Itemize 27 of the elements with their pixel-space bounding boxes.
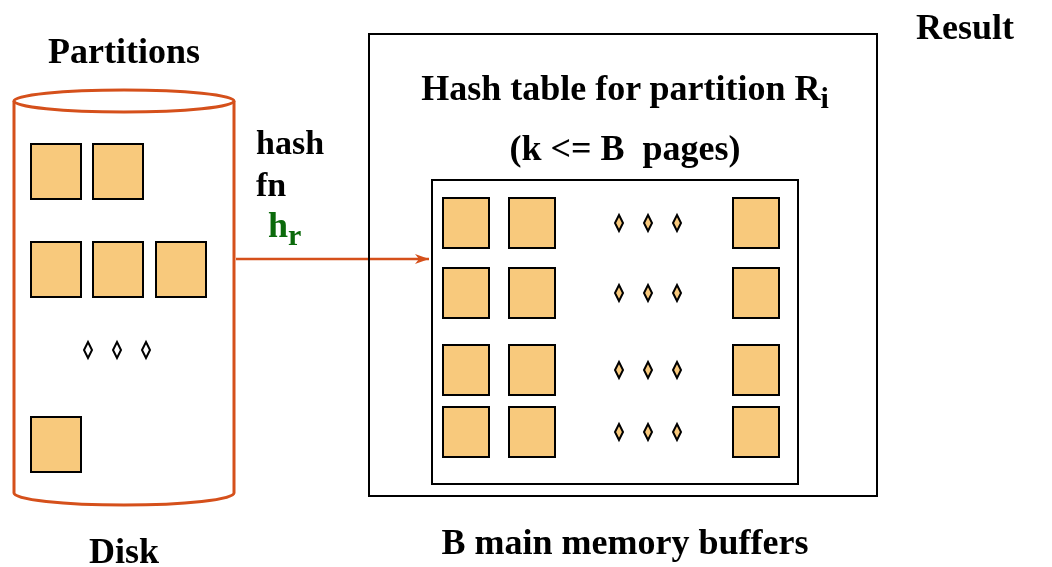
- page-square: [732, 267, 780, 319]
- buffer-frame: [431, 179, 799, 485]
- page-square: [155, 241, 207, 298]
- arrow: [236, 254, 429, 264]
- page-square: [92, 241, 144, 298]
- page-square: [508, 344, 556, 396]
- page-square: [30, 241, 82, 298]
- page-square: [732, 406, 780, 458]
- page-square: [30, 416, 82, 473]
- heading: Hash table for partition R$_{i}$ (k <= B pages): [420, 67, 830, 171]
- page-square: [92, 143, 144, 200]
- page-square: [732, 197, 780, 249]
- result-label: Result: [916, 6, 1014, 49]
- page-square: [442, 344, 490, 396]
- page-square: [442, 197, 490, 249]
- page-square: [508, 267, 556, 319]
- node-label: B main memory buffers: [440, 521, 810, 564]
- page-square: [508, 406, 556, 458]
- function-symbol: h$_{r}$: [268, 204, 302, 254]
- page-square: [442, 267, 490, 319]
- node-label: Disk: [88, 530, 160, 567]
- page-square: [442, 406, 490, 458]
- page-square: [508, 197, 556, 249]
- heading: Partitions: [47, 30, 201, 73]
- edge-label: hash fn: [256, 123, 326, 205]
- page-square: [732, 344, 780, 396]
- page-square: [30, 143, 82, 200]
